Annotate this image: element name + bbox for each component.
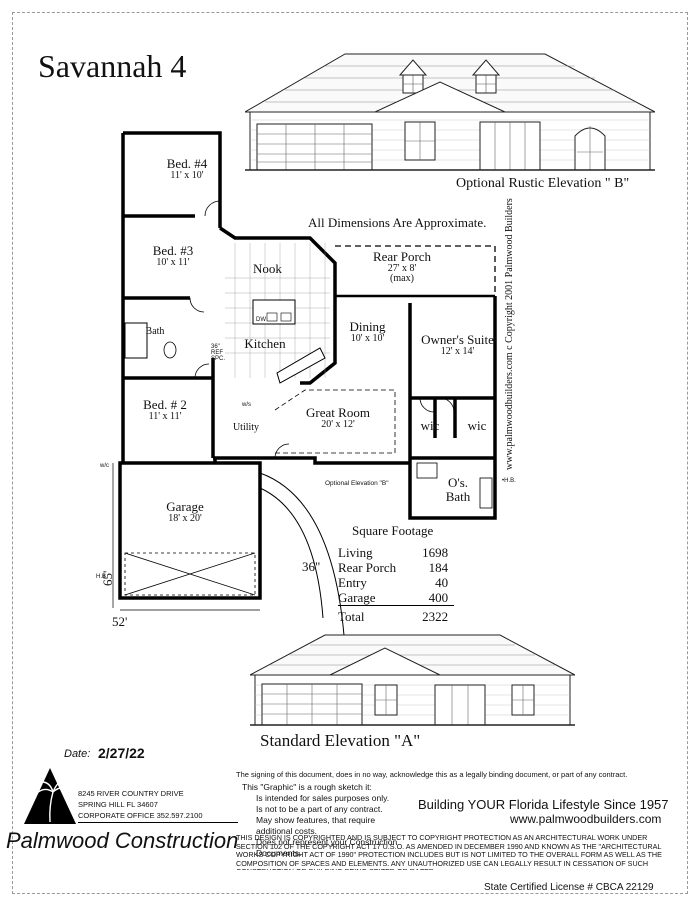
tagline: Building YOUR Florida Lifestyle Since 19… bbox=[418, 797, 669, 812]
room-nook: Nook bbox=[253, 261, 282, 276]
company-name: Palmwood Construction bbox=[6, 828, 239, 853]
room-utility: Utility bbox=[232, 422, 260, 433]
elevation-b-caption: Optional Rustic Elevation " B" bbox=[456, 176, 630, 191]
room-os-bath: O's.Bath bbox=[445, 475, 471, 504]
elevation-b-drawing bbox=[245, 53, 655, 171]
label-wc: w/c bbox=[100, 463, 109, 469]
elevation-a-caption: Standard Elevation "A" bbox=[260, 731, 421, 750]
label-dw: DW bbox=[256, 317, 266, 323]
room-wic-1: wic bbox=[420, 418, 440, 433]
dimensions-note: All Dimensions Are Approximate. bbox=[308, 215, 487, 230]
sketch-disclaimer: This "Graphic" is a rough sketch it: Is … bbox=[242, 782, 412, 859]
dim-garage-depth: 65' bbox=[100, 570, 115, 586]
website: www.palmwoodbuilders.com bbox=[510, 812, 662, 826]
dim-garage-width: 52' bbox=[112, 614, 128, 629]
copyright-vertical: www.palmwoodbuilders.com c Copyright 200… bbox=[504, 198, 515, 470]
floor-plan-drawing bbox=[112, 131, 497, 648]
room-kitchen: Kitchen bbox=[244, 336, 286, 351]
sketch-item: Does not represent your Construction Doc… bbox=[256, 837, 398, 858]
label-hb: H.B. bbox=[96, 574, 108, 580]
palm-tree-logo-icon bbox=[24, 768, 76, 824]
elevation-a-drawing bbox=[250, 634, 575, 726]
room-wic-2: wic bbox=[467, 418, 487, 433]
license-number: State Certified License # CBCA 22129 bbox=[484, 882, 654, 893]
sketch-item: Is intended for sales purposes only. bbox=[256, 793, 390, 803]
label-hb-right: •H.B. bbox=[502, 478, 516, 484]
plan-title: Savannah 4 bbox=[38, 48, 187, 84]
date-value: 2/27/22 bbox=[98, 745, 145, 761]
page-border bbox=[12, 12, 688, 894]
square-footage-heading: Square Footage bbox=[352, 523, 434, 538]
room-rear-porch: Rear Porch 27' x 8' (max) bbox=[372, 249, 432, 285]
dim-drive-width: 36" bbox=[302, 559, 321, 574]
label-ref-spc: 36" REF SPC. bbox=[211, 344, 226, 362]
sketch-item: Is not to be a part of any contract. bbox=[256, 804, 383, 814]
address-line-1: 8245 RIVER COUNTRY DRIVE bbox=[78, 789, 184, 798]
copyright-legal-text: THIS DESIGN IS COPYRIGHTED AND IS SUBJEC… bbox=[236, 834, 662, 870]
date-label: Date: bbox=[64, 748, 91, 760]
address-line-2: SPRING HILL FL 34607 bbox=[78, 800, 158, 809]
sketch-heading: This "Graphic" is a rough sketch it: bbox=[242, 782, 372, 792]
label-optional-elev-b: Optional Elevation "B" bbox=[325, 480, 389, 487]
label-ws: w/s bbox=[242, 402, 251, 408]
room-bath: Bath bbox=[145, 326, 165, 337]
sketch-item: May show features, that require addition… bbox=[256, 815, 376, 836]
address-line-3: CORPORATE OFFICE 352.597.2100 bbox=[78, 811, 203, 820]
signing-note: The signing of this document, does in no… bbox=[236, 770, 628, 779]
company-address: 8245 RIVER COUNTRY DRIVE SPRING HILL FL … bbox=[78, 788, 203, 821]
address-divider bbox=[78, 822, 238, 823]
